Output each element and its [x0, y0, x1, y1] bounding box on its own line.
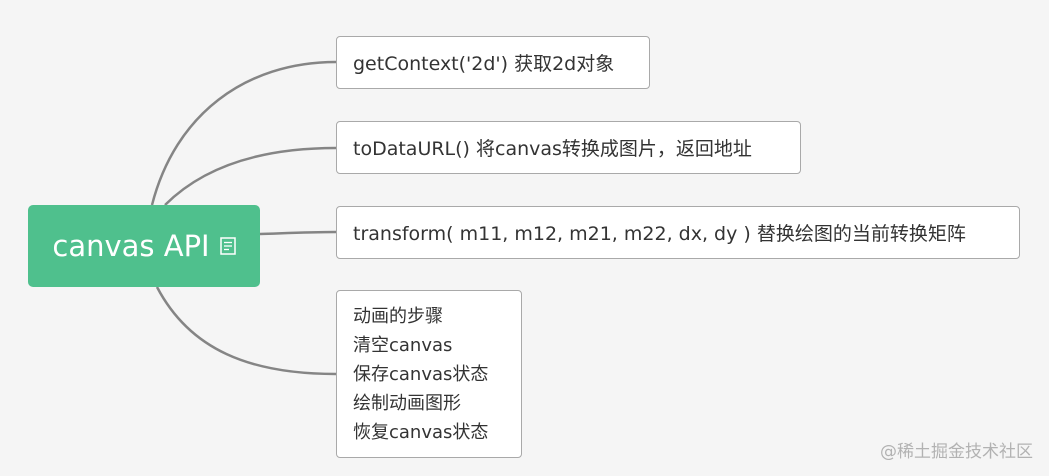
node-getcontext[interactable]: getContext('2d') 获取2d对象: [336, 36, 650, 89]
node-transform-text: transform( m11, m12, m21, m22, dx, dy ) …: [353, 223, 966, 245]
note-icon[interactable]: [219, 237, 236, 255]
node-animation-steps-line: 恢复canvas状态: [353, 421, 489, 443]
node-transform[interactable]: transform( m11, m12, m21, m22, dx, dy ) …: [336, 206, 1020, 259]
connector-to-getcontext: [150, 60, 337, 206]
root-node-label: canvas API: [52, 229, 210, 263]
node-animation-steps-line: 保存canvas状态: [353, 363, 489, 385]
node-animation-steps-line: 清空canvas: [353, 334, 453, 356]
root-node-canvas-api[interactable]: canvas API: [28, 205, 260, 287]
node-animation-steps[interactable]: 动画的步骤 清空canvas 保存canvas状态 绘制动画图形 恢复canva…: [336, 290, 522, 458]
connector-to-animation-steps: [155, 286, 337, 376]
watermark: @稀土掘金技术社区: [880, 442, 1033, 462]
node-getcontext-text: getContext('2d') 获取2d对象: [353, 53, 615, 75]
node-animation-steps-line: 绘制动画图形: [353, 392, 461, 414]
node-todataurl-text: toDataURL() 将canvas转换成图片，返回地址: [353, 138, 752, 160]
node-animation-steps-line: 动画的步骤: [353, 305, 443, 327]
connector-to-todataurl: [164, 146, 337, 206]
node-todataurl[interactable]: toDataURL() 将canvas转换成图片，返回地址: [336, 121, 801, 174]
connector-to-transform: [259, 230, 337, 236]
